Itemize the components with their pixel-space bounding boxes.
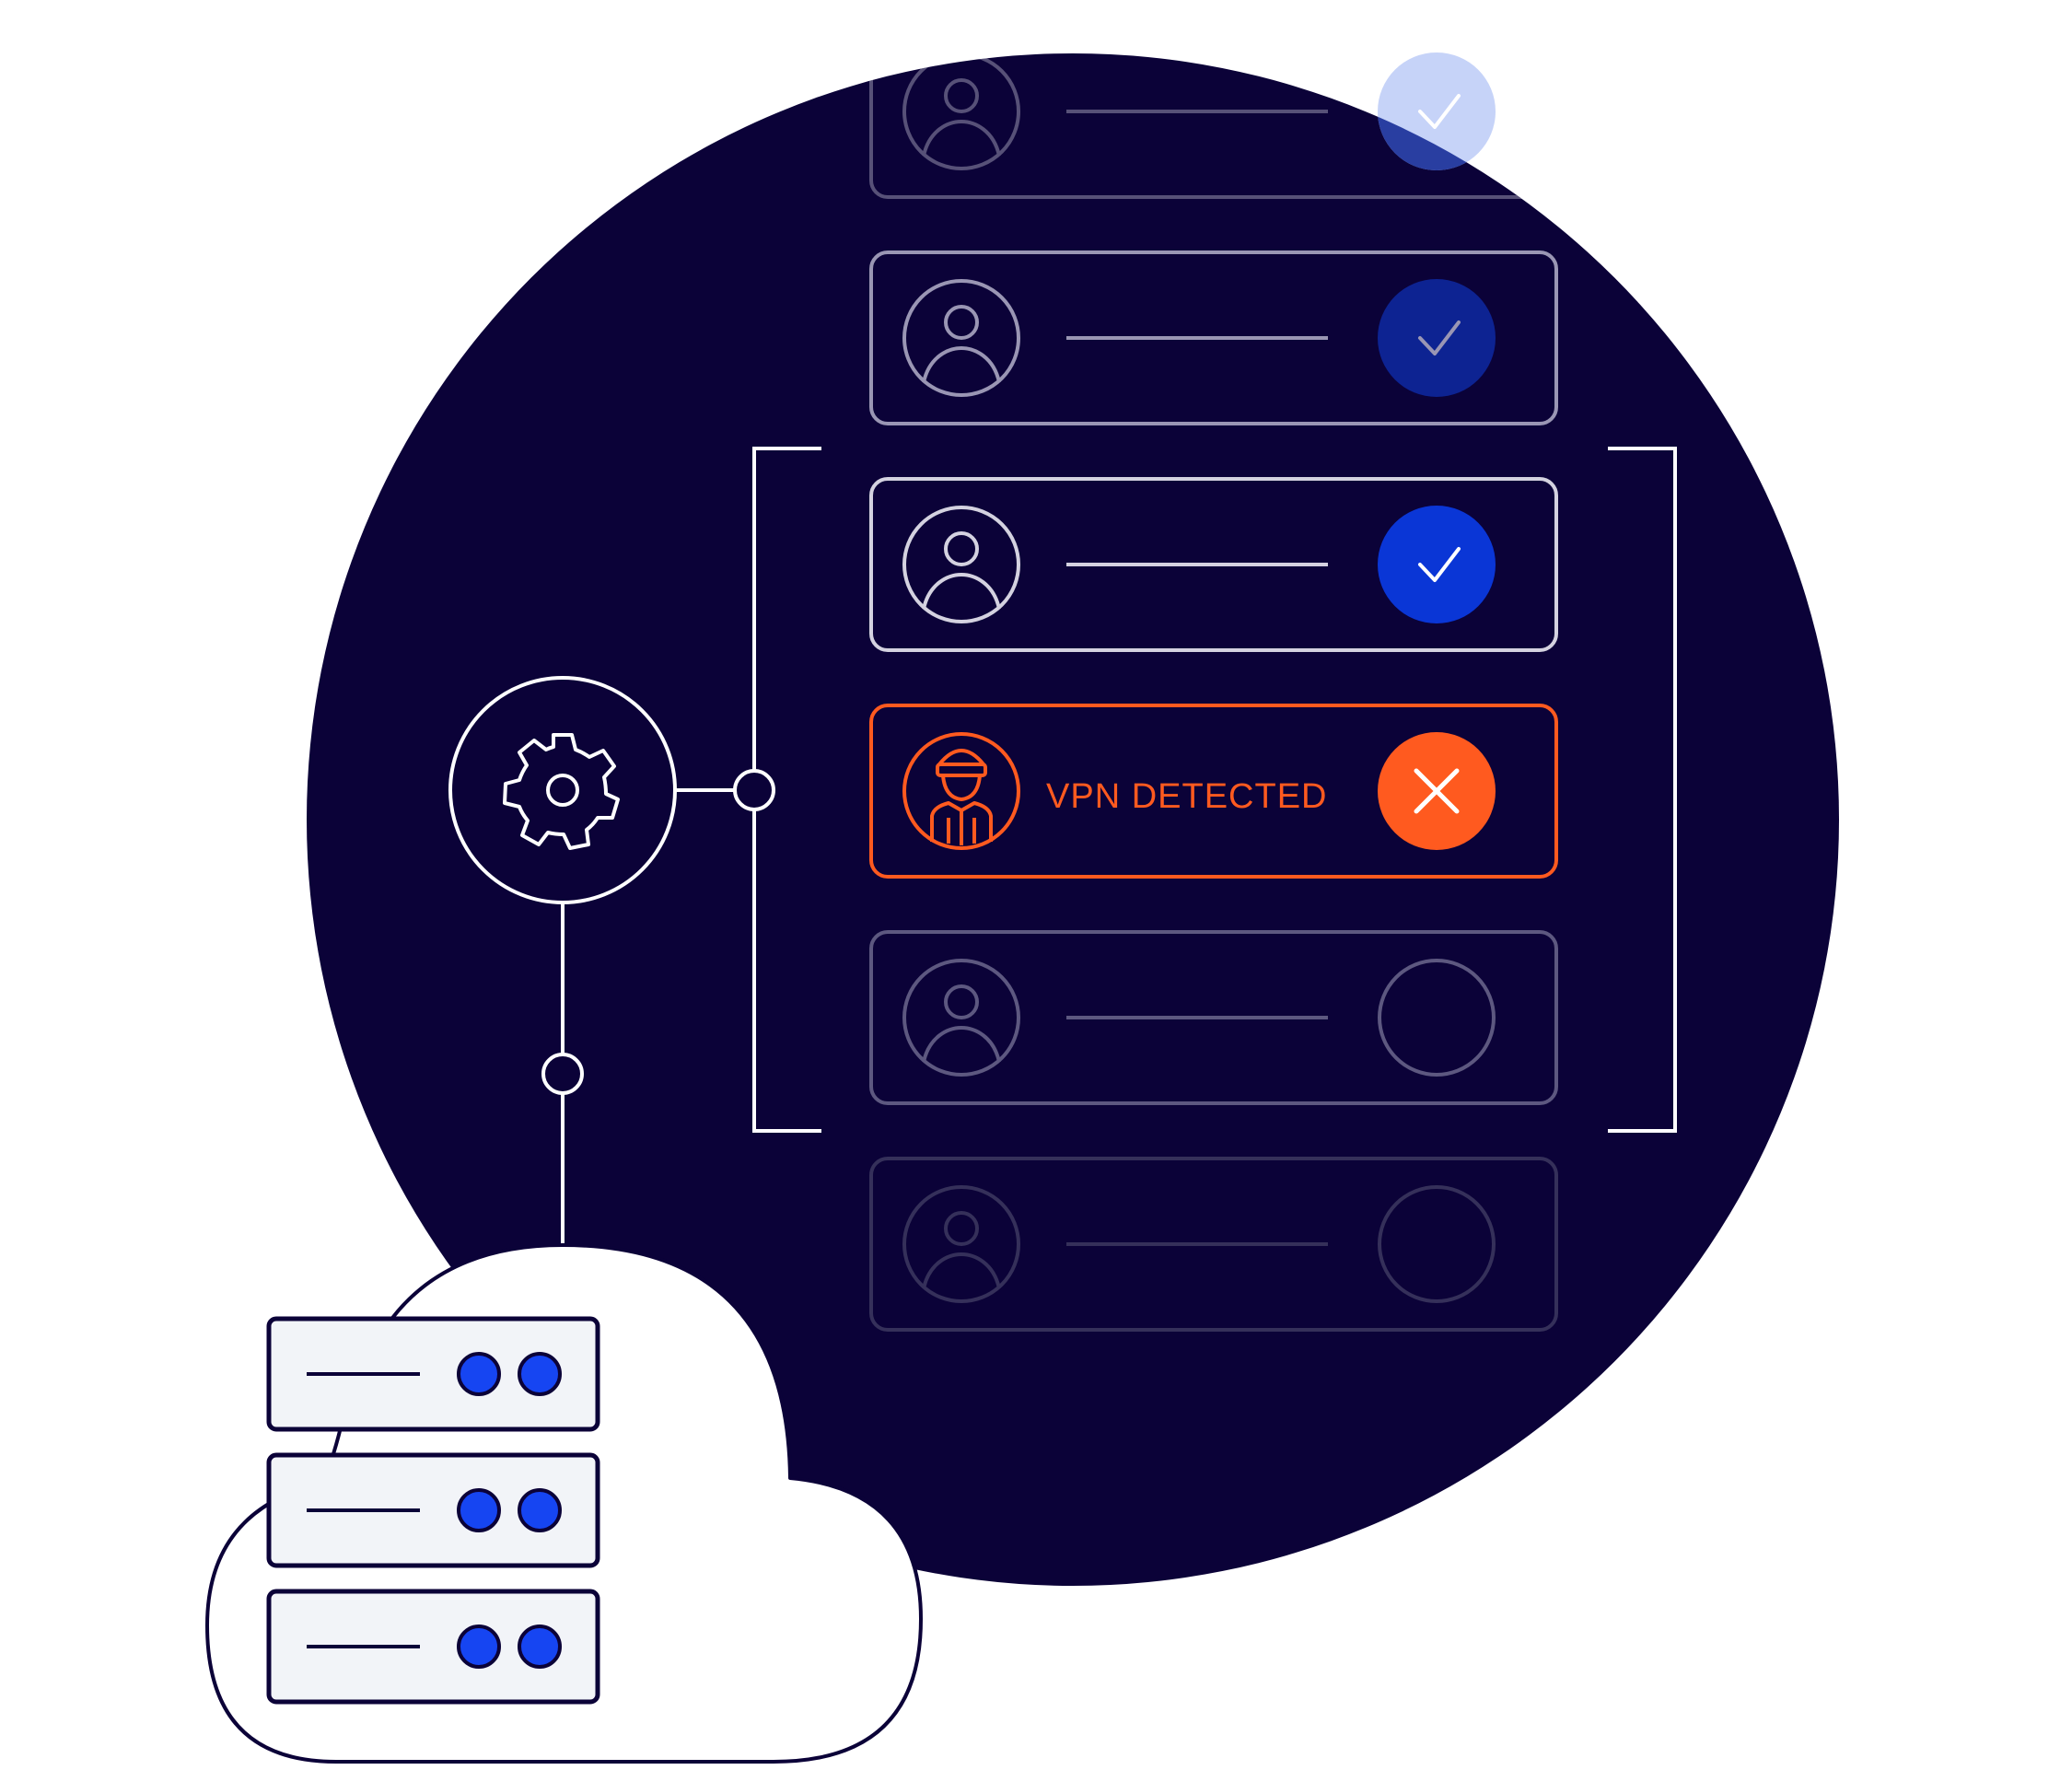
user-card <box>869 477 1558 652</box>
check-icon <box>1418 320 1461 355</box>
server-unit <box>266 1452 600 1568</box>
connector-node <box>733 769 775 811</box>
status-light <box>518 1624 562 1669</box>
user-card <box>869 250 1558 425</box>
background-circle <box>307 53 1839 1586</box>
status-light <box>457 1624 501 1669</box>
server-unit <box>266 1589 600 1705</box>
check-badge-faded <box>1378 52 1496 170</box>
user-row <box>869 477 1558 652</box>
status-light <box>518 1352 562 1396</box>
empty-circle-icon <box>1378 1185 1496 1303</box>
user-card-alert <box>869 704 1558 879</box>
gear-icon <box>503 733 620 850</box>
vpn-detected-label: VPN DETECTED <box>1046 777 1327 816</box>
server-stack <box>266 1316 600 1705</box>
close-icon <box>1414 768 1460 814</box>
user-card <box>869 1157 1558 1332</box>
user-row <box>869 1157 1558 1332</box>
status-light <box>457 1352 501 1396</box>
status-light <box>457 1488 501 1532</box>
empty-circle-icon <box>1378 959 1496 1077</box>
user-row <box>869 930 1558 1105</box>
connector-node <box>541 1053 584 1095</box>
check-icon <box>1418 94 1461 129</box>
user-row-blocked: VPN DETECTED <box>869 704 1558 879</box>
server-unit <box>266 1316 600 1432</box>
check-badge <box>1378 506 1496 623</box>
right-bracket <box>1608 447 1677 1133</box>
user-row <box>869 250 1558 425</box>
user-card <box>869 930 1558 1105</box>
check-icon <box>1418 547 1461 582</box>
engine-node <box>448 676 677 904</box>
masked-user-icon <box>902 732 1020 850</box>
status-light <box>518 1488 562 1532</box>
check-badge <box>1378 279 1496 397</box>
